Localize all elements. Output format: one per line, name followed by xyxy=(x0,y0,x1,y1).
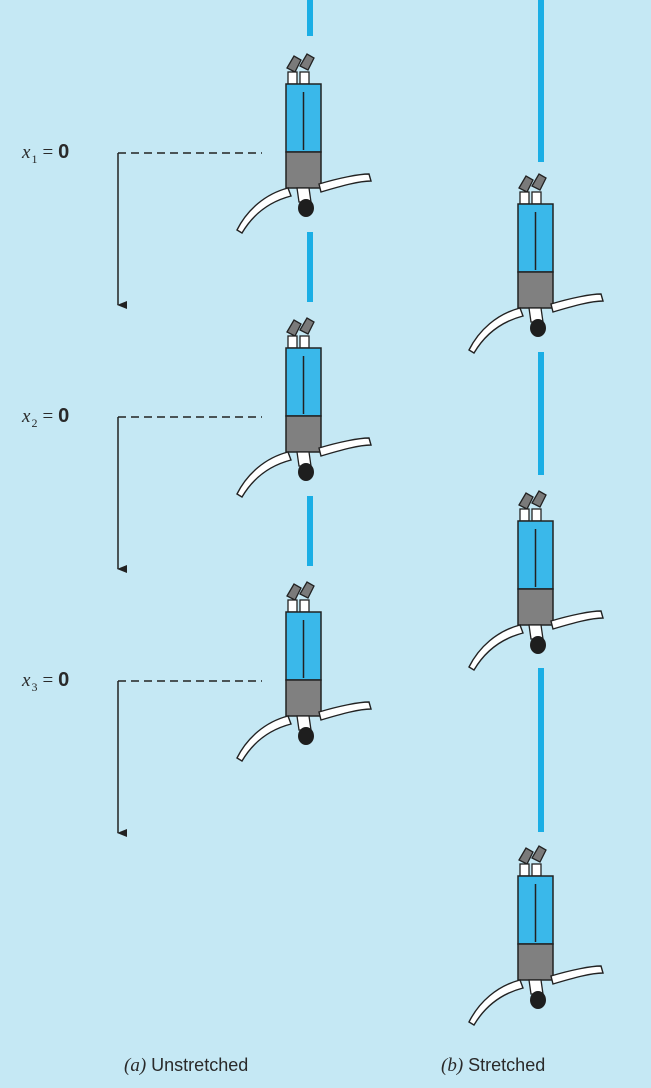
reference-line-3 xyxy=(117,680,262,837)
variable: x xyxy=(22,142,31,163)
bungee-jumper-icon xyxy=(468,845,604,1026)
position-label-2: x2 =0 xyxy=(22,405,70,430)
subscript: 1 xyxy=(31,152,38,166)
bungee-jumper-icon xyxy=(236,317,372,498)
reference-line-2 xyxy=(117,416,262,573)
bungee-jumper-icon xyxy=(468,490,604,671)
position-label-1: x1 =0 xyxy=(22,141,70,166)
subscript: 3 xyxy=(31,680,38,694)
value: 0 xyxy=(58,141,70,163)
subscript: 2 xyxy=(31,416,38,430)
bungee-jumper-icon xyxy=(236,53,372,234)
caption-text: Stretched xyxy=(468,1055,546,1075)
value: 0 xyxy=(58,669,70,691)
variable: x xyxy=(22,670,31,691)
bungee-jumper-icon xyxy=(468,173,604,354)
variable: x xyxy=(22,406,31,427)
equals-sign: = xyxy=(42,670,54,691)
equals-sign: = xyxy=(42,142,54,163)
caption-unstretched: (a) Unstretched xyxy=(124,1055,248,1077)
caption-tag: (b) xyxy=(441,1055,464,1076)
position-label-3: x3 =0 xyxy=(22,669,70,694)
caption-tag: (a) xyxy=(124,1055,147,1076)
equals-sign: = xyxy=(42,406,54,427)
caption-text: Unstretched xyxy=(151,1055,249,1075)
value: 0 xyxy=(58,405,70,427)
caption-stretched: (b) Stretched xyxy=(441,1055,545,1077)
bungee-jumper-icon xyxy=(236,581,372,762)
reference-line-1 xyxy=(117,152,262,309)
